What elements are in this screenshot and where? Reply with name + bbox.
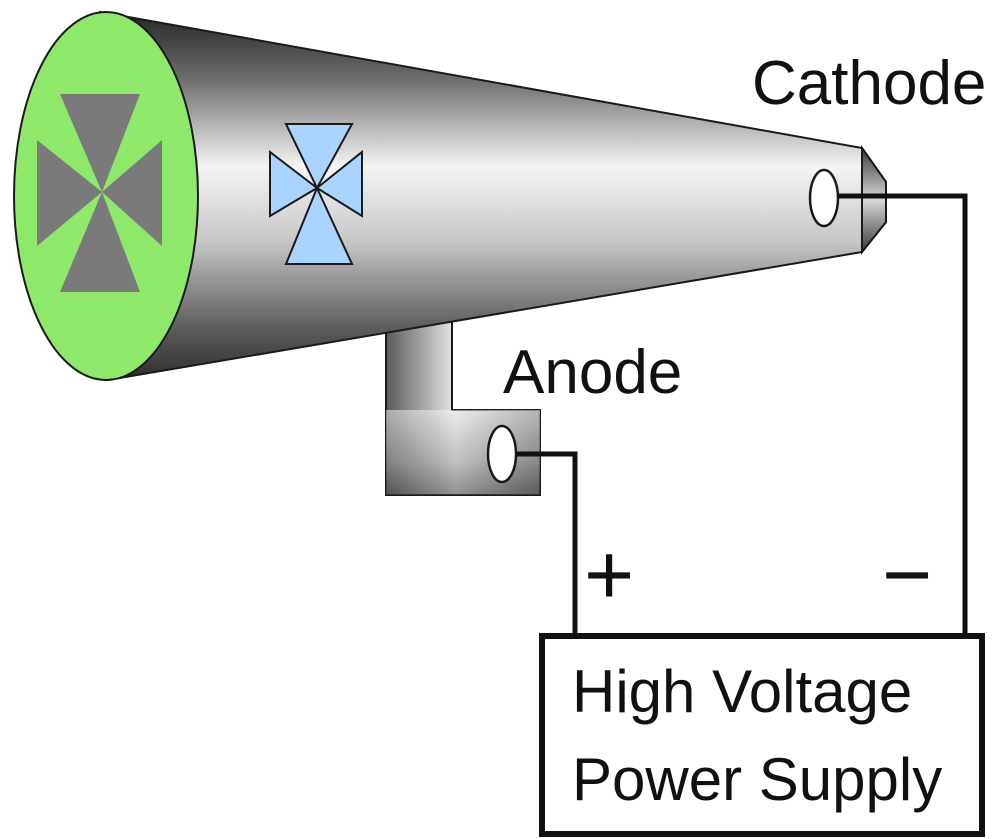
cathode-label: Cathode [752,49,986,118]
anode-wire [516,451,578,636]
cathode-wire [838,193,968,636]
minus-sign: − [882,527,932,623]
anode-label: Anode [503,338,682,407]
power-supply-label-line1: High Voltage [572,658,912,725]
tube-cathode-tip [861,144,887,255]
cathode-electrode [808,168,840,228]
anode-electrode [486,424,518,484]
power-supply-box [539,633,985,837]
maltese-cross-shadow-icon [37,94,162,292]
fluorescent-screen [13,11,199,381]
plus-sign: + [584,527,634,623]
maltese-cross-icon [269,123,363,265]
power-supply-label-line2: Power Supply [572,746,942,813]
